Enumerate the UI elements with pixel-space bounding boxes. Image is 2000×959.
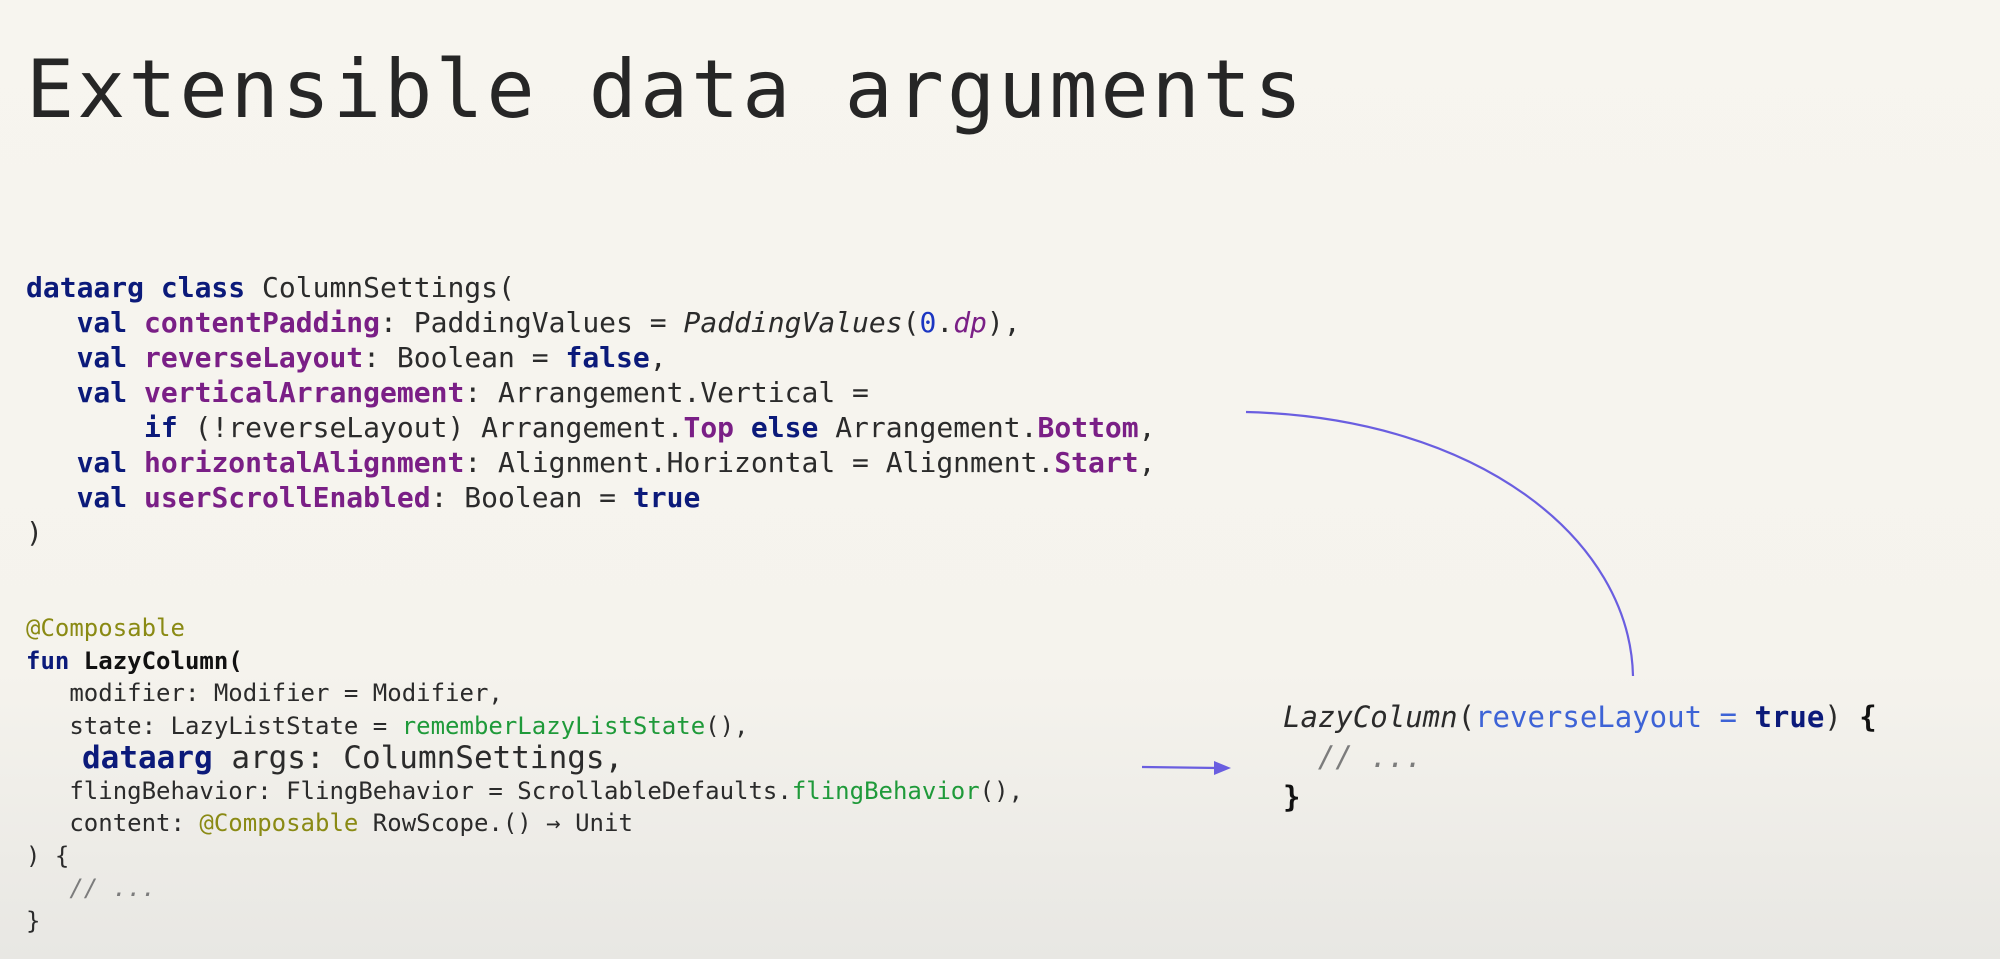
code-property: verticalArrangement	[144, 376, 465, 409]
code-brace: }	[1283, 780, 1301, 814]
code-property: horizontalAlignment	[144, 446, 465, 479]
code-function-call: rememberLazyListState	[401, 711, 706, 740]
code-text: (),	[979, 776, 1024, 805]
code-line: )	[26, 515, 1156, 550]
code-line: fun LazyColumn(	[26, 645, 1023, 678]
lazy-column-function-code: @Composable fun LazyColumn( modifier: Mod…	[26, 612, 1023, 937]
code-function-call: flingBehavior	[791, 776, 980, 805]
code-property: userScrollEnabled	[144, 481, 431, 514]
code-property: reverseLayout	[144, 341, 364, 374]
code-comment: // ...	[1317, 740, 1423, 774]
code-function: PaddingValues	[683, 306, 903, 339]
code-line: val reverseLayout: Boolean = false,	[26, 340, 1156, 375]
code-keyword: val	[76, 481, 128, 514]
code-line: dataarg class ColumnSettings(	[26, 270, 1156, 305]
code-text: )	[26, 516, 43, 549]
code-function-name: LazyColumn(	[69, 646, 243, 675]
code-text: : Boolean =	[363, 341, 566, 374]
code-annotation: @Composable	[26, 614, 185, 642]
code-keyword: dataarg	[82, 740, 213, 776]
code-keyword: true	[632, 481, 701, 514]
code-line: }	[1283, 777, 1877, 817]
code-line: val verticalArrangement: Arrangement.Ver…	[26, 375, 1156, 410]
code-text: content:	[69, 809, 200, 837]
code-text: state: LazyListState =	[69, 711, 402, 740]
code-line: if (!reverseLayout) Arrangement.Top else…	[26, 410, 1156, 445]
code-function-call: LazyColumn	[1283, 700, 1458, 734]
code-line: @Composable	[26, 612, 1023, 645]
code-text: ) {	[26, 841, 70, 870]
code-line: ) {	[26, 840, 1023, 873]
code-line: val userScrollEnabled: Boolean = true	[26, 480, 1156, 515]
curved-connector-line	[1245, 410, 1635, 677]
code-keyword: false	[565, 341, 650, 374]
code-text: ,	[1138, 446, 1156, 479]
code-line: dataarg args: ColumnSettings,	[26, 742, 1023, 775]
code-keyword: true	[1754, 700, 1825, 734]
code-text: ColumnSettings(	[245, 271, 515, 304]
code-line: // ...	[26, 872, 1023, 905]
code-keyword: val	[76, 376, 128, 409]
code-comment: // ...	[69, 874, 157, 902]
code-named-argument: reverseLayout =	[1475, 700, 1755, 734]
code-text: RowScope.() → Unit	[358, 809, 633, 837]
code-text: (	[902, 306, 920, 339]
code-text: flingBehavior: FlingBehavior = Scrollabl…	[69, 776, 792, 805]
code-line: val contentPadding: PaddingValues = Padd…	[26, 305, 1156, 340]
code-text: : PaddingValues =	[380, 306, 684, 339]
code-text: : Boolean =	[430, 481, 633, 514]
code-keyword: dataarg class	[26, 271, 246, 304]
right-arrow-icon	[1214, 761, 1231, 775]
right-arrow-shaft	[1141, 765, 1219, 770]
code-extension: dp	[953, 306, 987, 339]
code-line: }	[26, 905, 1023, 938]
code-text: ,	[649, 341, 667, 374]
code-text: Arrangement.	[818, 411, 1038, 444]
code-text: (),	[705, 711, 749, 740]
code-text: ,	[1138, 411, 1156, 444]
code-text: .	[936, 306, 954, 339]
code-text: )	[1824, 700, 1860, 734]
code-keyword: val	[76, 306, 128, 339]
call-site-code: LazyColumn(reverseLayout = true) { // ..…	[1283, 697, 1877, 817]
code-keyword: else	[734, 411, 819, 444]
code-line: state: LazyListState = rememberLazyListS…	[26, 710, 1023, 743]
code-line: // ...	[1283, 737, 1877, 777]
code-brace: {	[1859, 700, 1877, 734]
code-line: modifier: Modifier = Modifier,	[26, 677, 1023, 710]
code-line: val horizontalAlignment: Alignment.Horiz…	[26, 445, 1156, 480]
code-keyword: val	[76, 341, 128, 374]
code-text: : Alignment.Horizontal = Alignment.	[464, 446, 1055, 479]
column-settings-code: dataarg class ColumnSettings( val conten…	[26, 270, 1156, 550]
code-annotation: @Composable	[199, 809, 359, 837]
code-property: contentPadding	[144, 306, 381, 339]
code-text: ),	[986, 306, 1021, 339]
code-text: args: ColumnSettings,	[212, 740, 624, 776]
code-line: LazyColumn(reverseLayout = true) {	[1283, 697, 1877, 737]
code-text: modifier: Modifier = Modifier,	[69, 679, 503, 707]
code-enum-constant: Top	[683, 411, 735, 444]
code-keyword: if	[144, 411, 178, 444]
code-text: (!reverseLayout) Arrangement.	[177, 411, 684, 444]
code-text: : Arrangement.Vertical =	[464, 376, 869, 409]
code-line: flingBehavior: FlingBehavior = Scrollabl…	[26, 775, 1023, 808]
code-keyword: fun	[26, 646, 70, 675]
code-text: (	[1457, 700, 1476, 734]
code-number: 0	[919, 306, 937, 339]
code-line: content: @Composable RowScope.() → Unit	[26, 807, 1023, 840]
code-enum-constant: Bottom	[1037, 411, 1139, 444]
code-text: }	[26, 906, 41, 935]
code-keyword: val	[76, 446, 128, 479]
code-enum-constant: Start	[1054, 446, 1139, 479]
slide-title: Extensible data arguments	[26, 43, 1306, 136]
